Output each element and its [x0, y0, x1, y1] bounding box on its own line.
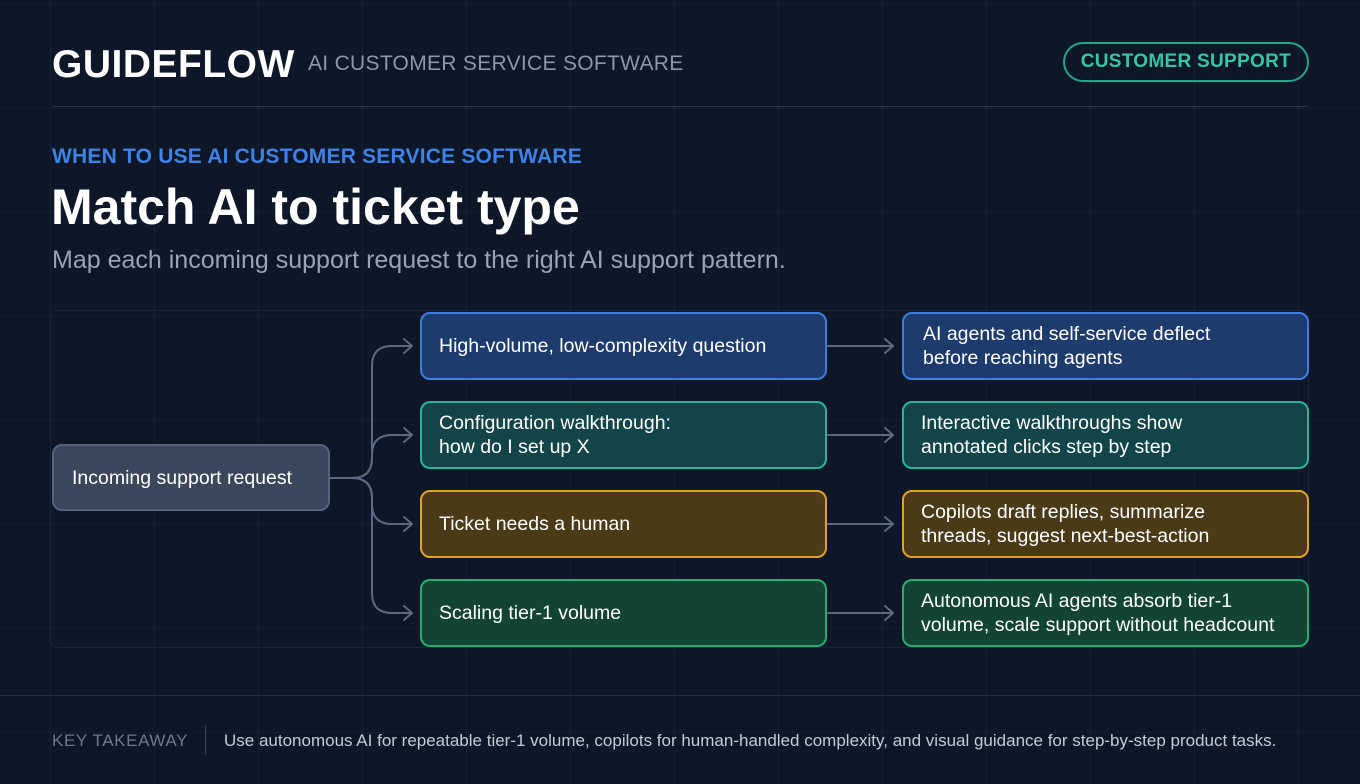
pattern-node-walkthroughs: Interactive walkthroughs show annotated … [902, 401, 1309, 469]
pattern-node-label: Interactive walkthroughs show [921, 412, 1183, 434]
pattern-node-label: volume, scale support without headcount [921, 614, 1275, 636]
category-badge: CUSTOMER SUPPORT [1062, 42, 1309, 82]
ticket-node-label: Ticket needs a human [439, 513, 631, 535]
pattern-node-copilots: Copilots draft replies, summarize thread… [902, 490, 1309, 558]
page-title: Match AI to ticket type [51, 179, 580, 235]
eyebrow: WHEN TO USE AI CUSTOMER SERVICE SOFTWARE [52, 145, 582, 168]
ticket-node-needs-human: Ticket needs a human [420, 490, 827, 558]
takeaway-separator [205, 725, 206, 755]
source-node-label: Incoming support request [72, 466, 293, 489]
pattern-node-label: threads, suggest next-best-action [921, 525, 1210, 547]
pattern-node-label: Autonomous AI agents absorb tier-1 [921, 590, 1233, 612]
source-node: Incoming support request [52, 444, 330, 511]
pattern-node-ai-deflection: AI agents and self-service deflect befor… [902, 312, 1309, 380]
ticket-node-label: how do I set up X [439, 436, 590, 458]
pattern-node-label: AI agents and self-service deflect [923, 323, 1211, 345]
ticket-node-label: Configuration walkthrough: [439, 412, 671, 434]
brand-subtitle: AI CUSTOMER SERVICE SOFTWARE [308, 52, 684, 75]
ticket-node-label: High-volume, low-complexity question [439, 335, 767, 357]
pattern-node-autonomous-agents: Autonomous AI agents absorb tier-1 volum… [902, 579, 1309, 647]
pattern-node-label: annotated clicks step by step [921, 436, 1172, 458]
takeaway-text: Use autonomous AI for repeatable tier-1 … [224, 731, 1277, 750]
flow-panel [50, 310, 1309, 648]
page-subtitle: Map each incoming support request to the… [52, 246, 786, 274]
header: GUIDEFLOW AI CUSTOMER SERVICE SOFTWARE C… [52, 40, 1309, 86]
ticket-node-label: Scaling tier-1 volume [439, 602, 622, 624]
ticket-node-scaling: Scaling tier-1 volume [420, 579, 827, 647]
pattern-node-label: before reaching agents [923, 347, 1123, 369]
ticket-node-configuration: Configuration walkthrough: how do I set … [420, 401, 827, 469]
footer-divider [0, 695, 1360, 696]
takeaway-label: KEY TAKEAWAY [52, 731, 189, 750]
ticket-node-high-volume: High-volume, low-complexity question [420, 312, 827, 380]
pattern-node-label: Copilots draft replies, summarize [921, 501, 1205, 523]
brand-logo: GUIDEFLOW [52, 43, 295, 86]
header-divider [52, 106, 1309, 107]
